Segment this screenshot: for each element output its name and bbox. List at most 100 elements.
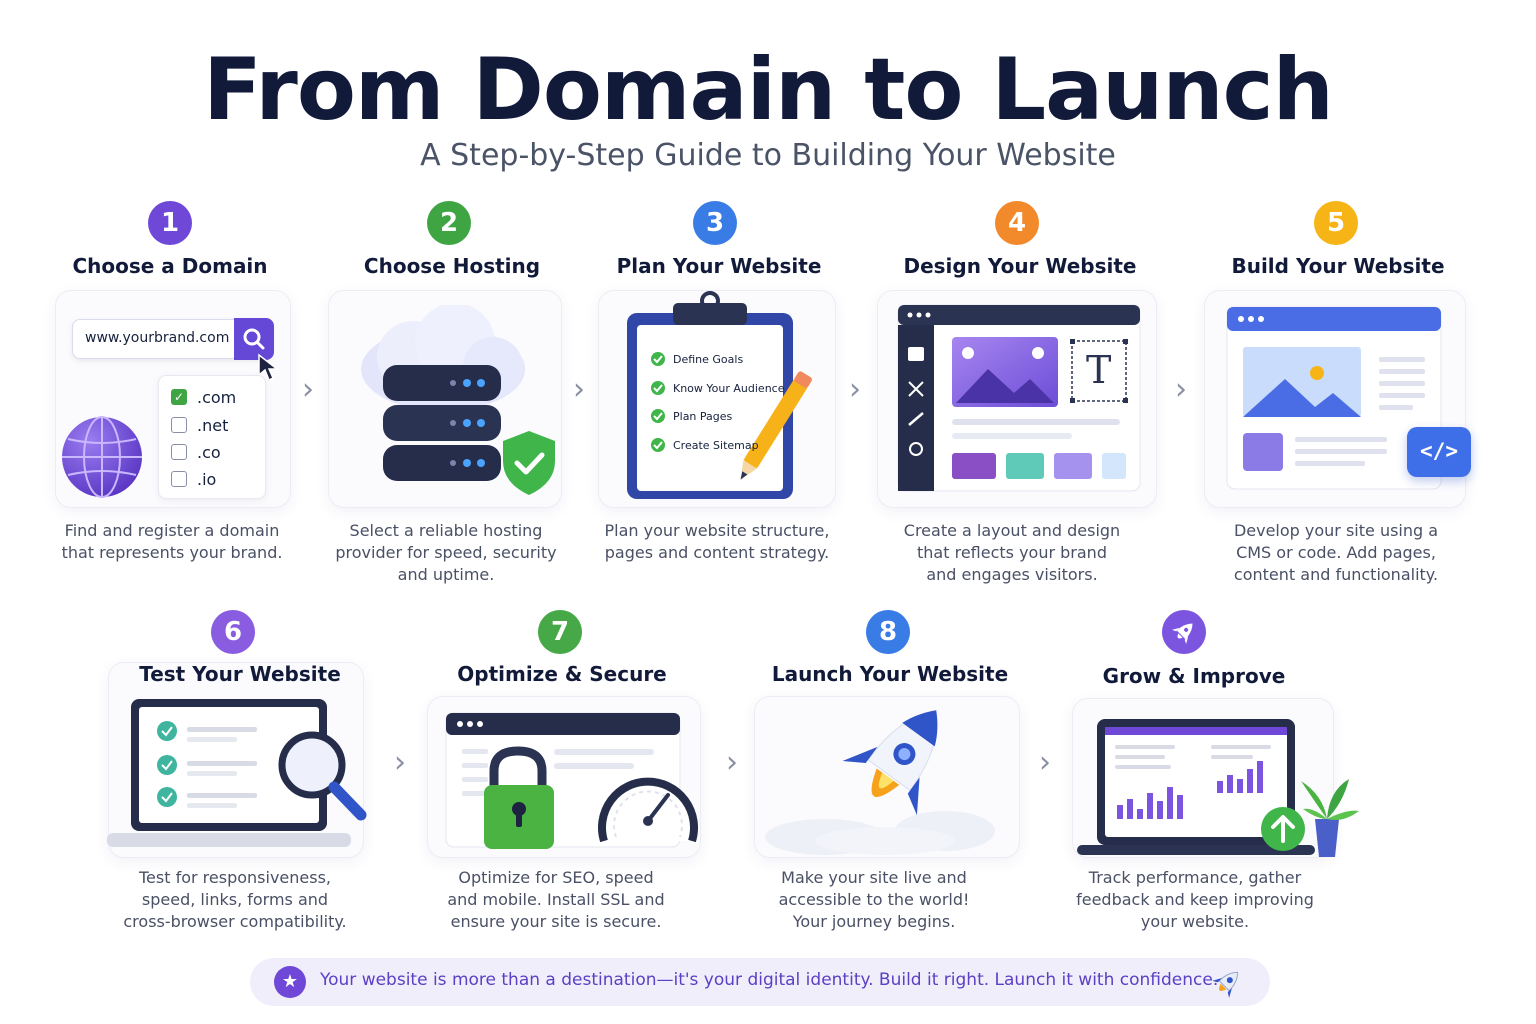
- browser-build-icon: [1226, 306, 1442, 490]
- chevron-right-icon: ›: [1039, 745, 1051, 780]
- rocket-icon: [765, 709, 995, 855]
- step-2-badge: 2: [427, 201, 471, 245]
- chevron-right-icon: ›: [302, 372, 314, 407]
- desc-line: Create a layout and design: [903, 521, 1121, 540]
- step-9-badge: [1162, 610, 1206, 654]
- globe-icon: [62, 416, 142, 498]
- step-6-card: [107, 662, 367, 858]
- lock-speed-icon: [445, 712, 698, 849]
- step-1-card: www.yourbrand.com ✓ .com .net .co .io: [55, 290, 291, 508]
- checkbox-icon: [171, 444, 187, 460]
- step-3-desc: Plan your website structure, pages and c…: [592, 520, 842, 564]
- extension-label: .net: [197, 416, 229, 435]
- step-9-desc: Track performance, gather feedback and k…: [1072, 867, 1318, 933]
- desc-line: that represents your brand.: [61, 543, 283, 562]
- desc-line: Track performance, gather: [1088, 868, 1302, 887]
- rocket-icon: [1212, 971, 1239, 998]
- desc-line: Your journey begins.: [792, 912, 956, 931]
- chevron-right-icon: ›: [726, 745, 738, 780]
- star-icon: ★: [274, 966, 306, 998]
- extension-label: .io: [197, 470, 217, 489]
- step-5-card: </>: [1204, 290, 1471, 508]
- cursor-icon: [258, 353, 280, 382]
- chevron-right-icon: ›: [394, 745, 406, 780]
- chevron-right-icon: ›: [573, 372, 585, 407]
- code-glyph: </>: [1420, 439, 1458, 463]
- footer-banner: [250, 958, 1270, 1006]
- plan-item: Create Sitemap: [673, 439, 759, 452]
- desc-line: Select a reliable hosting: [349, 521, 543, 540]
- analytics-laptop-icon: [1077, 719, 1359, 857]
- step-7-card: [427, 696, 701, 858]
- desc-line: CMS or code. Add pages,: [1236, 543, 1436, 562]
- desc-line: Find and register a domain: [64, 521, 280, 540]
- cloud-server-icon: [361, 305, 555, 495]
- desc-line: and uptime.: [397, 565, 495, 584]
- step-3-title: Plan Your Website: [616, 254, 822, 278]
- extension-label: .com: [197, 388, 237, 407]
- step-7-title: Optimize & Secure: [457, 662, 667, 686]
- step-8-badge: 8: [866, 610, 910, 654]
- desc-line: feedback and keep improving: [1076, 890, 1314, 909]
- checkbox-icon: [171, 417, 187, 433]
- desc-line: provider for speed, security: [335, 543, 557, 562]
- desc-line: speed, links, forms and: [141, 890, 329, 909]
- laptop-test-icon: [107, 699, 367, 847]
- plan-item: Define Goals: [673, 353, 744, 366]
- desc-line: Optimize for SEO, speed: [458, 868, 654, 887]
- desc-line: cross-browser compatibility.: [123, 912, 347, 931]
- step-1-badge: 1: [148, 201, 192, 245]
- checkbox-icon: [171, 471, 187, 487]
- domain-search-text: www.yourbrand.com: [85, 330, 230, 346]
- desc-line: Test for responsiveness,: [138, 868, 331, 887]
- step-2-card: [328, 290, 562, 508]
- footer-banner-text: Your website is more than a destination—…: [320, 970, 1219, 990]
- step-6-title: Test Your Website: [139, 662, 341, 686]
- step-5-desc: Develop your site using a CMS or code. A…: [1204, 520, 1468, 586]
- step-3-badge: 3: [693, 201, 737, 245]
- desc-line: pages and content strategy.: [604, 543, 830, 562]
- step-5-title: Build Your Website: [1231, 254, 1445, 278]
- step-6-desc: Test for responsiveness, speed, links, f…: [108, 867, 362, 933]
- plan-item: Know Your Audience: [673, 382, 785, 395]
- page-subtitle: A Step-by-Step Guide to Building Your We…: [420, 138, 1116, 173]
- desc-line: Make your site live and: [781, 868, 967, 887]
- plan-item: Plan Pages: [673, 410, 733, 423]
- desc-line: Develop your site using a: [1233, 521, 1439, 540]
- step-1-title: Choose a Domain: [72, 254, 268, 278]
- checkbox-checked-icon: ✓: [171, 389, 187, 405]
- clipboard-icon: [627, 291, 812, 499]
- design-editor-icon: [897, 304, 1141, 492]
- rocket-badge-icon: [1171, 623, 1193, 645]
- search-icon[interactable]: [234, 318, 274, 360]
- desc-line: and engages visitors.: [926, 565, 1098, 584]
- step-9-title: Grow & Improve: [1102, 664, 1286, 688]
- desc-line: your website.: [1140, 912, 1250, 931]
- step-5-badge: 5: [1314, 201, 1358, 245]
- step-2-desc: Select a reliable hosting provider for s…: [320, 520, 572, 586]
- step-2-title: Choose Hosting: [363, 254, 541, 278]
- step-4-desc: Create a layout and design that reflects…: [880, 520, 1144, 586]
- extension-label: .co: [197, 443, 221, 462]
- step-4-title: Design Your Website: [903, 254, 1137, 278]
- code-icon: </>: [1407, 427, 1471, 477]
- page-title: From Domain to Launch: [203, 40, 1334, 140]
- step-4-badge: 4: [995, 201, 1039, 245]
- desc-line: content and functionality.: [1233, 565, 1439, 584]
- step-7-desc: Optimize for SEO, speed and mobile. Inst…: [426, 867, 686, 933]
- step-8-desc: Make your site live and accessible to th…: [756, 867, 992, 933]
- step-8-title: Launch Your Website: [771, 662, 1009, 686]
- step-7-badge: 7: [538, 610, 582, 654]
- desc-line: Plan your website structure,: [604, 521, 830, 540]
- step-8-card: [754, 696, 1020, 858]
- text-tool-glyph: T: [1086, 348, 1112, 392]
- step-3-card: Define Goals Know Your Audience Plan Pag…: [598, 290, 836, 508]
- chevron-right-icon: ›: [1175, 372, 1187, 407]
- chevron-right-icon: ›: [849, 372, 861, 407]
- desc-line: accessible to the world!: [778, 890, 970, 909]
- step-9-card: [1072, 698, 1359, 858]
- step-6-badge: 6: [211, 610, 255, 654]
- desc-line: and mobile. Install SSL and: [447, 890, 665, 909]
- extension-list: ✓ .com .net .co .io: [158, 375, 266, 499]
- desc-line: that reflects your brand: [917, 543, 1107, 562]
